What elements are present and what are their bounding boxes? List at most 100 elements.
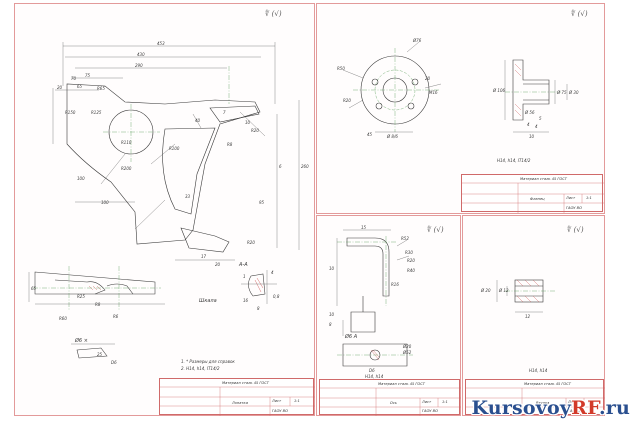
tb-main-sheet: Лист <box>272 399 282 403</box>
tb-main-title: Лопатка <box>232 401 248 405</box>
axle-dim-5: 10 <box>329 266 335 271</box>
tb-axle-title: Ось <box>390 401 397 405</box>
dim-20b: 20 <box>215 262 221 267</box>
dim-70: 70 <box>71 76 77 81</box>
section-label: A-A <box>239 262 248 268</box>
axle-dim-4: R40 <box>407 268 415 273</box>
tb-flange-sheet: Лист <box>566 196 576 200</box>
flange-dim-3: 20 <box>425 76 431 81</box>
section-a-a-profile <box>248 273 266 297</box>
axle-dim-11: D6 <box>369 368 375 373</box>
tb-flange-code: Материал сталь 45 ГОСТ <box>520 177 567 181</box>
sheet-bushing[interactable]: ∜ (√) Ø 20 <box>462 215 605 416</box>
bracket-outline <box>66 83 261 245</box>
dim-0-8: 0,8 <box>273 294 280 299</box>
axle-dim-1: R52 <box>401 236 409 241</box>
main-note-2: 2. H14, h14, IT14/2 <box>181 366 220 371</box>
site-watermark[interactable]: KursovoyRF.ru <box>472 397 630 419</box>
dim-16: 16 <box>243 298 249 303</box>
dim-8: 8 <box>257 306 260 311</box>
dim-65: 65 <box>77 84 83 89</box>
tb-main-code: Материал сталь 45 ГОСТ <box>222 381 269 385</box>
axle-section-label: Ø6 A <box>345 334 358 340</box>
axle-dim-8: 8 <box>329 322 332 327</box>
roughness-mark: ∜ (√) <box>265 10 282 18</box>
flange-note: H14, h14, IT14/2 <box>497 158 531 163</box>
flange-side-view <box>512 59 550 121</box>
tb-axle-org: ГАОУ ВО <box>422 409 438 413</box>
sheet-main[interactable]: ∜ (√) <box>14 3 315 416</box>
dim-r60: R60 <box>59 316 67 321</box>
dim-100b: 100 <box>101 200 109 205</box>
dim-25: 25 <box>97 352 103 357</box>
flange-dim-5: Ø 8/6 <box>387 134 398 139</box>
dim-40: 40 <box>195 118 201 123</box>
roughness-mark-axle: ∜ (√) <box>427 226 444 234</box>
axle-dim-3: R20 <box>407 258 415 263</box>
axle-dim-9: Ø20 <box>403 344 412 349</box>
dim-7: 7 <box>223 110 226 115</box>
axle-dim-0: 15 <box>361 225 367 230</box>
dim-430: 430 <box>137 52 145 57</box>
sheet-flange[interactable]: ∜ (√) <box>316 3 605 214</box>
dim-290: 290 <box>135 63 143 68</box>
detail-label: Шкала <box>199 298 217 304</box>
watermark-part-a: Kursovoy <box>471 397 572 419</box>
flange-dim-14: 45 <box>367 132 373 137</box>
sheet-axle[interactable]: ∜ (√) <box>316 215 461 416</box>
dim-r110: R110 <box>121 140 132 145</box>
dim-r65: R65 <box>97 86 105 91</box>
flange-dim-7: Ø 75 <box>557 90 567 95</box>
dim-260: 260 <box>301 164 309 169</box>
bracket-foot <box>180 227 230 253</box>
tb-flange-title: Фланец <box>530 197 545 201</box>
title-block-flange: Материал сталь 45 ГОСТ Фланец Лист 1:1 Г… <box>461 174 604 213</box>
flange-dim-13: 10 <box>529 134 535 139</box>
tb-flange-org: ГАОУ ВО <box>566 206 582 210</box>
bushing-dim-0: Ø 20 <box>481 288 491 293</box>
dim-65b: 65 <box>31 286 37 291</box>
dim-r100: R100 <box>169 146 180 151</box>
tb-flange-scale: 1:1 <box>586 196 592 200</box>
tb-bushing-scale: 1:1 <box>588 400 594 404</box>
dim-r25: R25 <box>77 294 85 299</box>
watermark-part-b: RF <box>571 397 599 419</box>
flange-dim-1: R50 <box>337 66 345 71</box>
dim-4: 4 <box>271 270 274 275</box>
axle-dim-7: R16 <box>391 282 399 287</box>
dim-r20b: R20 <box>251 128 259 133</box>
dim-r8: R8 <box>227 142 233 147</box>
tb-bushing-sheet: Лист <box>568 400 578 404</box>
dim-r8b: R8 <box>95 302 101 307</box>
main-note-1: 1. * Размеры для справок <box>181 359 235 364</box>
dim-d6: D6 <box>111 360 117 365</box>
dim-1: 1 <box>243 274 246 279</box>
flange-dim-9: Ø 56 <box>525 110 535 115</box>
flange-dim-0: Ø76 <box>413 38 422 43</box>
title-block-main: Материал сталь 45 ГОСТ Лопатка Лист 1:1 … <box>159 378 315 416</box>
title-block-axle: Материал сталь 45 ГОСТ Ось Лист 1:1 ГАОУ… <box>319 379 461 416</box>
dim-33: 33 <box>185 194 191 199</box>
dim-6: 6 <box>279 164 282 169</box>
dim-r6: R6 <box>113 314 119 319</box>
tb-axle-code: Материал сталь 45 ГОСТ <box>378 382 425 386</box>
view-label: Ø6 × <box>75 338 88 344</box>
tb-main-org: ГАОУ ВО <box>272 409 288 413</box>
flange-dim-8: Ø 30 <box>569 90 579 95</box>
dim-75: 75 <box>85 73 91 78</box>
main-part-drawing <box>28 42 300 359</box>
dim-453: 453 <box>157 41 165 46</box>
section-view-outline <box>34 271 156 295</box>
flange-dim-11: 4 <box>535 124 538 129</box>
axle-bent-rod <box>346 237 390 297</box>
title-block-bushing: Материал сталь 45 ГОСТ Втулка Лист 1:1 Г… <box>465 379 605 416</box>
axle-note: H14, h14 <box>365 374 384 379</box>
flange-dim-6: Ø 106 <box>493 88 506 93</box>
axle-dim-2: R30 <box>405 250 413 255</box>
roughness-mark-bushing: ∜ (√) <box>567 226 584 234</box>
dim-r200: R200 <box>121 166 132 171</box>
dim-10: 10 <box>245 120 251 125</box>
roughness-mark-flange: ∜ (√) <box>571 10 588 18</box>
dim-r150: R150 <box>65 110 76 115</box>
